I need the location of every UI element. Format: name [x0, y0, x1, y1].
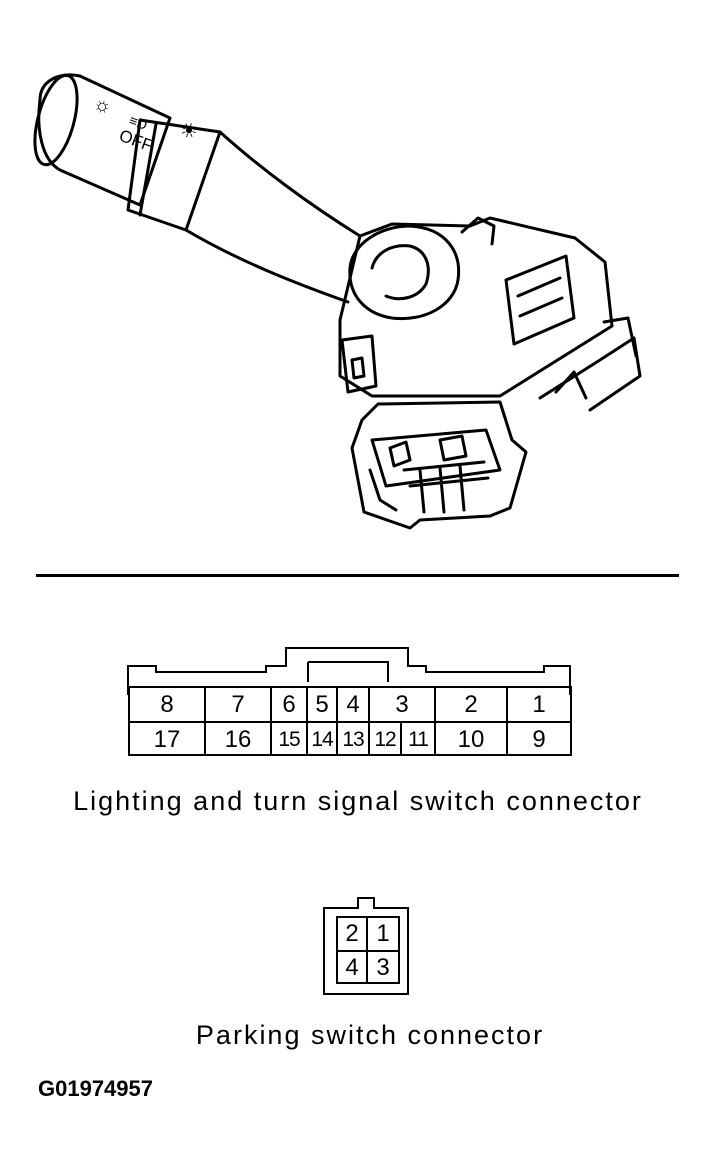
- lever-knob-end: [33, 73, 79, 167]
- pin-10: 10: [436, 723, 508, 756]
- low-beam-label: ≡D: [127, 112, 150, 133]
- pin-11: 11: [402, 723, 436, 756]
- main-connector-top-row: 8 7 6 5 4 3 2 1: [130, 688, 570, 721]
- parking-connector: 2 1 4 3: [336, 916, 400, 984]
- pin-6: 6: [272, 688, 308, 721]
- pin-7: 7: [206, 688, 272, 721]
- main-connector-outline: [127, 647, 571, 695]
- lever-knob: [37, 73, 172, 207]
- section-divider: [36, 574, 679, 577]
- tail-symbol: ☀: [176, 118, 200, 145]
- pin-9: 9: [532, 725, 546, 753]
- figure-code: G01974957: [38, 1076, 153, 1101]
- pin-14: 14: [308, 723, 338, 756]
- pin-13: 13: [338, 723, 370, 756]
- main-connector: 8 7 6 5 4 3 2 1 17 16 15 14 13 12 11 10 …: [128, 686, 572, 756]
- lever-stalk: [218, 130, 362, 238]
- parking-connector-caption: Parking switch connector: [195, 1020, 545, 1050]
- pin-1: 1: [532, 690, 546, 718]
- main-connector-bottom-row: 17 16 15 14 13 12 11 10 9: [130, 721, 570, 756]
- parking-pin-2: 2: [338, 918, 368, 950]
- pin-8: 8: [130, 688, 206, 721]
- lamp-symbol: ☼: [90, 92, 115, 119]
- switch-body: [338, 216, 614, 398]
- pin-15: 15: [272, 723, 308, 756]
- parking-connector-top-row: 2 1: [338, 918, 398, 950]
- pin-2: 2: [436, 688, 508, 721]
- pin-3: 3: [370, 688, 436, 721]
- pin-17: 17: [130, 723, 206, 756]
- pin-12: 12: [370, 723, 402, 756]
- main-connector-caption: Lighting and turn signal switch connecto…: [73, 786, 643, 816]
- parking-pin-3: 3: [376, 954, 390, 981]
- parking-connector-outline: [323, 897, 409, 995]
- pin-16: 16: [206, 723, 272, 756]
- mounting-tab: [340, 334, 378, 394]
- combination-switch-illustration: ☼ ≡D OFF ☀: [33, 73, 642, 530]
- parking-connector-bottom-row: 4 3: [338, 950, 398, 984]
- pin-4: 4: [338, 688, 370, 721]
- parking-pin-4: 4: [338, 952, 368, 984]
- parking-pin-1: 1: [376, 920, 390, 947]
- switch-connector-housing: [350, 400, 528, 530]
- pin-5: 5: [308, 688, 338, 721]
